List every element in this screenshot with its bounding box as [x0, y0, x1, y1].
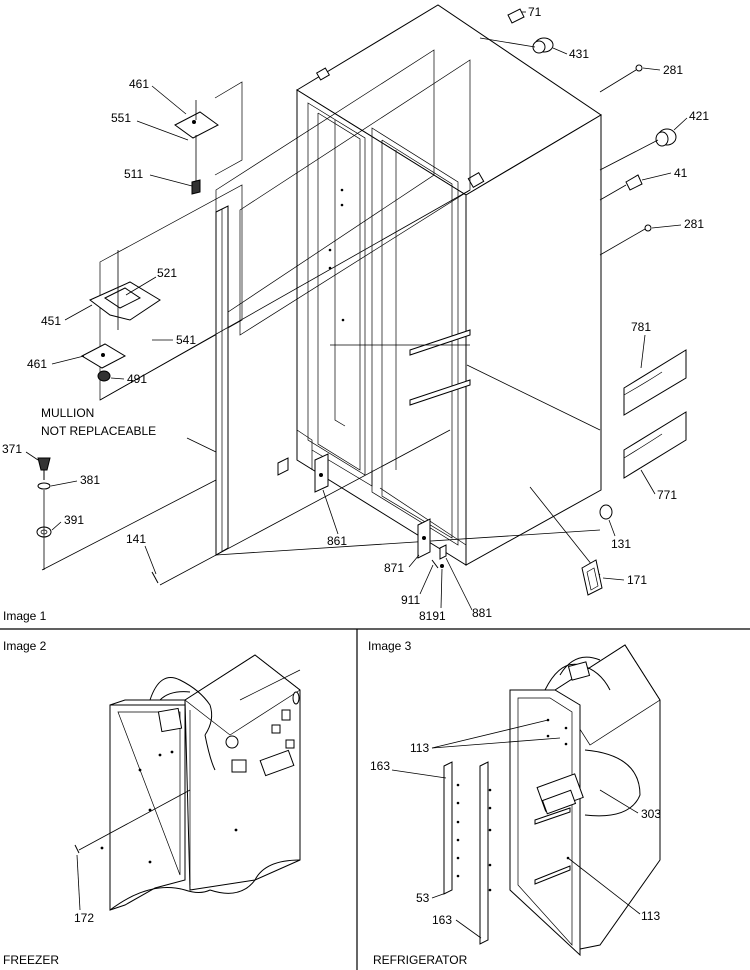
shelf-rail-upper: [409, 329, 471, 356]
strip-163-lower: [479, 761, 489, 945]
pad-781: [623, 349, 687, 416]
callout-911: 911: [401, 593, 420, 607]
callout-781: 781: [631, 320, 651, 334]
callout-131: 131: [611, 537, 631, 551]
refrigerator-assembly: 113 163 303 53 163 113: [370, 644, 661, 957]
leveler-171: [581, 559, 603, 596]
plug-281-upper: [599, 64, 643, 93]
callout-53: 53: [416, 891, 430, 905]
bracket-551: [174, 100, 219, 190]
image3-caption: REFRIGERATOR: [373, 953, 468, 967]
callout-141: 141: [126, 532, 146, 546]
freezer-liner-panel: [109, 704, 186, 911]
callout-461-lower: 461: [27, 357, 47, 371]
callout-381: 381: [80, 473, 100, 487]
callout-163-lower: 163: [432, 913, 452, 927]
callout-281-upper: 281: [663, 63, 683, 77]
callout-881: 881: [472, 606, 492, 620]
shelf-rail-lower: [409, 379, 471, 406]
image1-title: Image 1: [3, 609, 47, 623]
callout-113-lower: 113: [641, 909, 660, 923]
callout-371: 371: [2, 442, 22, 456]
callout-71: 71: [528, 5, 542, 19]
refrigerator-opening: [371, 127, 459, 546]
callout-461-upper: 461: [129, 77, 149, 91]
part-41: [599, 174, 643, 201]
callout-871: 871: [384, 561, 404, 575]
image2-caption: FREEZER: [3, 953, 59, 967]
callout-281-lower: 281: [684, 217, 704, 231]
callout-8191: 8191: [419, 609, 446, 623]
pad-771: [623, 411, 687, 479]
refrigerator-door-frame: [509, 689, 581, 957]
part-491: [97, 370, 111, 382]
hinge-871: [417, 518, 431, 559]
callouts-image1: 71 431 281 421 41 281 461 551 511 521 45…: [2, 5, 709, 623]
fitting-71: [507, 8, 525, 24]
callout-451: 451: [41, 314, 61, 328]
cabinet-assembly: [296, 4, 602, 566]
callout-541: 541: [176, 333, 196, 347]
callout-391: 391: [64, 513, 84, 527]
hardware-391: [36, 490, 52, 570]
strip-163-upper: [443, 761, 453, 895]
hardware-371: [37, 457, 51, 480]
callout-113-upper: 113: [410, 741, 429, 755]
note-mullion-line2: NOT REPLACEABLE: [41, 424, 156, 438]
screw-141: [151, 571, 159, 584]
callout-771: 771: [657, 488, 677, 502]
bracket-451: [89, 250, 161, 330]
callout-303: 303: [641, 807, 661, 821]
bracket-small: [277, 457, 289, 476]
image3-title: Image 3: [368, 639, 412, 653]
part-511: [191, 179, 201, 195]
part-421: [599, 128, 677, 171]
callout-171: 171: [627, 573, 647, 587]
hardware-381: [37, 482, 51, 490]
part-431: [479, 37, 554, 54]
note-mullion-line1: MULLION: [41, 406, 94, 420]
callout-421: 421: [689, 109, 709, 123]
callout-172: 172: [74, 911, 94, 925]
part-131: [599, 504, 613, 520]
hardware-911-8191-881: [431, 544, 447, 569]
cabinet-front: [296, 89, 467, 566]
bracket-461-lower: [80, 343, 127, 369]
hinge-861: [314, 453, 329, 493]
callout-431: 431: [569, 47, 589, 61]
callout-41: 41: [674, 166, 688, 180]
freezer-assembly: 172: [74, 654, 301, 925]
callout-521: 521: [157, 266, 177, 280]
image2-title: Image 2: [3, 639, 47, 653]
callout-861: 861: [327, 534, 347, 548]
plug-281-lower: [599, 224, 652, 256]
callout-511: 511: [124, 167, 143, 181]
callout-551: 551: [111, 111, 131, 125]
cabinet-side: [465, 114, 602, 566]
callout-163-upper: 163: [370, 759, 390, 773]
callout-491: 491: [127, 372, 147, 386]
